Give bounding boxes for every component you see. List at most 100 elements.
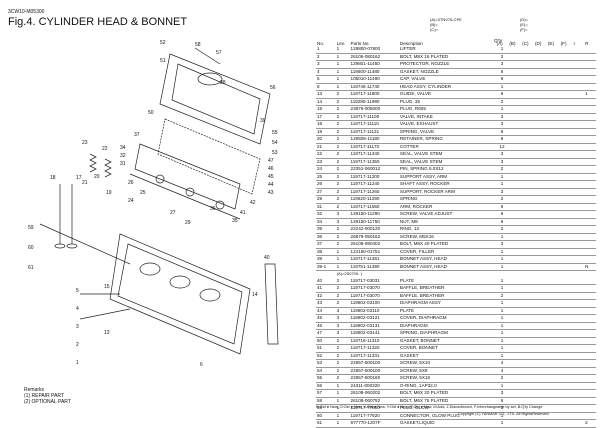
cell-r (584, 322, 596, 330)
cell-i (572, 322, 585, 330)
cell-i (572, 382, 585, 390)
cell-lev: 1 (335, 75, 350, 84)
cell-r (584, 225, 596, 234)
cell-q: 6 (495, 68, 509, 76)
cell-no: 27 (316, 188, 336, 196)
cell-q: 1 (495, 314, 509, 323)
cell-i (572, 203, 585, 211)
callout-32: 32 (120, 153, 126, 159)
cell-pn: 129150-11290 (349, 210, 399, 219)
cell-lev: 2 (335, 240, 350, 249)
cell-r (584, 248, 596, 256)
cell-pn: 22857-500100 (349, 367, 399, 375)
cell-lev: 2 (335, 158, 350, 166)
cell-i (572, 233, 585, 241)
cell-no: 31 (316, 203, 336, 211)
cell-no: 1 (316, 46, 336, 54)
cell-desc: SUPPORT ASSY, ARM (398, 173, 496, 181)
cell-lev: 3 (335, 307, 350, 315)
cell-no: 43 (316, 299, 336, 308)
cell-desc: SUPPORT, ROCKER ARM (398, 188, 496, 196)
cell-desc: SCREW, 5X10 (398, 359, 496, 368)
cell-lev: 2 (335, 337, 350, 345)
cell-desc: GASKET, NOZZLE (398, 68, 496, 76)
cell-desc: GASKET, BONNET (398, 337, 496, 345)
cell-lev: 2 (335, 374, 350, 383)
cell-lev: 2 (335, 359, 350, 368)
cell-pn: 26106-080162 (349, 53, 399, 61)
cell-desc: PLATE (398, 277, 496, 285)
cell-lev: 1 (335, 382, 350, 390)
cell-r (584, 344, 596, 353)
cell-q: 2 (495, 225, 509, 234)
cell-lev: 1 (335, 83, 350, 91)
cell-pn: 119717-11800 (349, 90, 399, 99)
cell-desc: DIAPHRAGM (398, 322, 496, 330)
cell-pn: 119717-11260 (349, 188, 399, 196)
cell-q: 3 (495, 188, 509, 196)
cell-pn: 119620-11290 (349, 195, 399, 204)
cell-lev: 2 (335, 173, 350, 181)
cell-i (572, 240, 585, 249)
cell-lev: 2 (335, 344, 350, 353)
cell-desc: SCREW, 5X16 (398, 374, 496, 383)
callout-57: 57 (216, 50, 222, 56)
cell-i (572, 143, 585, 151)
cell-r (584, 135, 596, 144)
cell-r (584, 329, 596, 338)
callout-43: 43 (268, 190, 274, 196)
cell-r (584, 75, 596, 84)
cell-no: 5 (316, 75, 336, 84)
cell-q: 6 (495, 210, 509, 219)
cell-q: 6 (495, 75, 509, 84)
cell-no: 58 (316, 397, 336, 405)
cell-pn: 22351-060012 (349, 165, 399, 174)
cell-i (572, 158, 585, 166)
cell-pn: 24311-000320 (349, 382, 399, 390)
cell-no: 14 (316, 98, 336, 106)
cell-desc: SHAFT ASSY, ROCKER (398, 180, 496, 189)
cell-r (584, 284, 596, 293)
cell-desc: PLUG, 35 (398, 98, 496, 106)
cell-no: 17 (316, 113, 336, 121)
callout-54: 54 (272, 140, 278, 146)
cell-q: 3 (495, 158, 509, 166)
cell-r (584, 367, 596, 375)
cell-pn: 119717-11131 (349, 128, 399, 136)
cell-desc: PLUG, GLOW (398, 404, 496, 413)
cell-pn: 22242-000120 (349, 225, 399, 234)
cell-pn: 119751-11390 (349, 263, 399, 271)
cell-desc: BOLT, M6X 20 PLATED (398, 389, 496, 398)
cell-r (584, 203, 596, 211)
cell-r (584, 68, 596, 76)
cell-q: 1 (495, 284, 509, 293)
sub-heading-row: (A)=2S0709- ) (336, 271, 362, 276)
cell-no: 61 (316, 419, 336, 428)
cell-desc: PIN, SPRING 6.0X12 (398, 165, 496, 174)
cell-lev: 3 (335, 322, 350, 330)
cell-no: 52 (316, 352, 336, 360)
cell-desc: PROTECTOR, NOZZLE (398, 60, 496, 69)
cell-no: 20 (316, 135, 336, 144)
cell-r (584, 412, 596, 420)
cell-no: 18 (316, 120, 336, 129)
cell-desc: SCREW, M5X16 (398, 233, 496, 241)
cell-q: 2 (495, 292, 509, 300)
callout-5: 5 (76, 288, 79, 294)
cell-q: 2 (495, 53, 509, 61)
cell-r (584, 404, 596, 413)
cell-no: 21 (316, 143, 336, 151)
callout-24: 24 (128, 198, 134, 204)
cell-pn: 119717-77800 (349, 404, 399, 413)
